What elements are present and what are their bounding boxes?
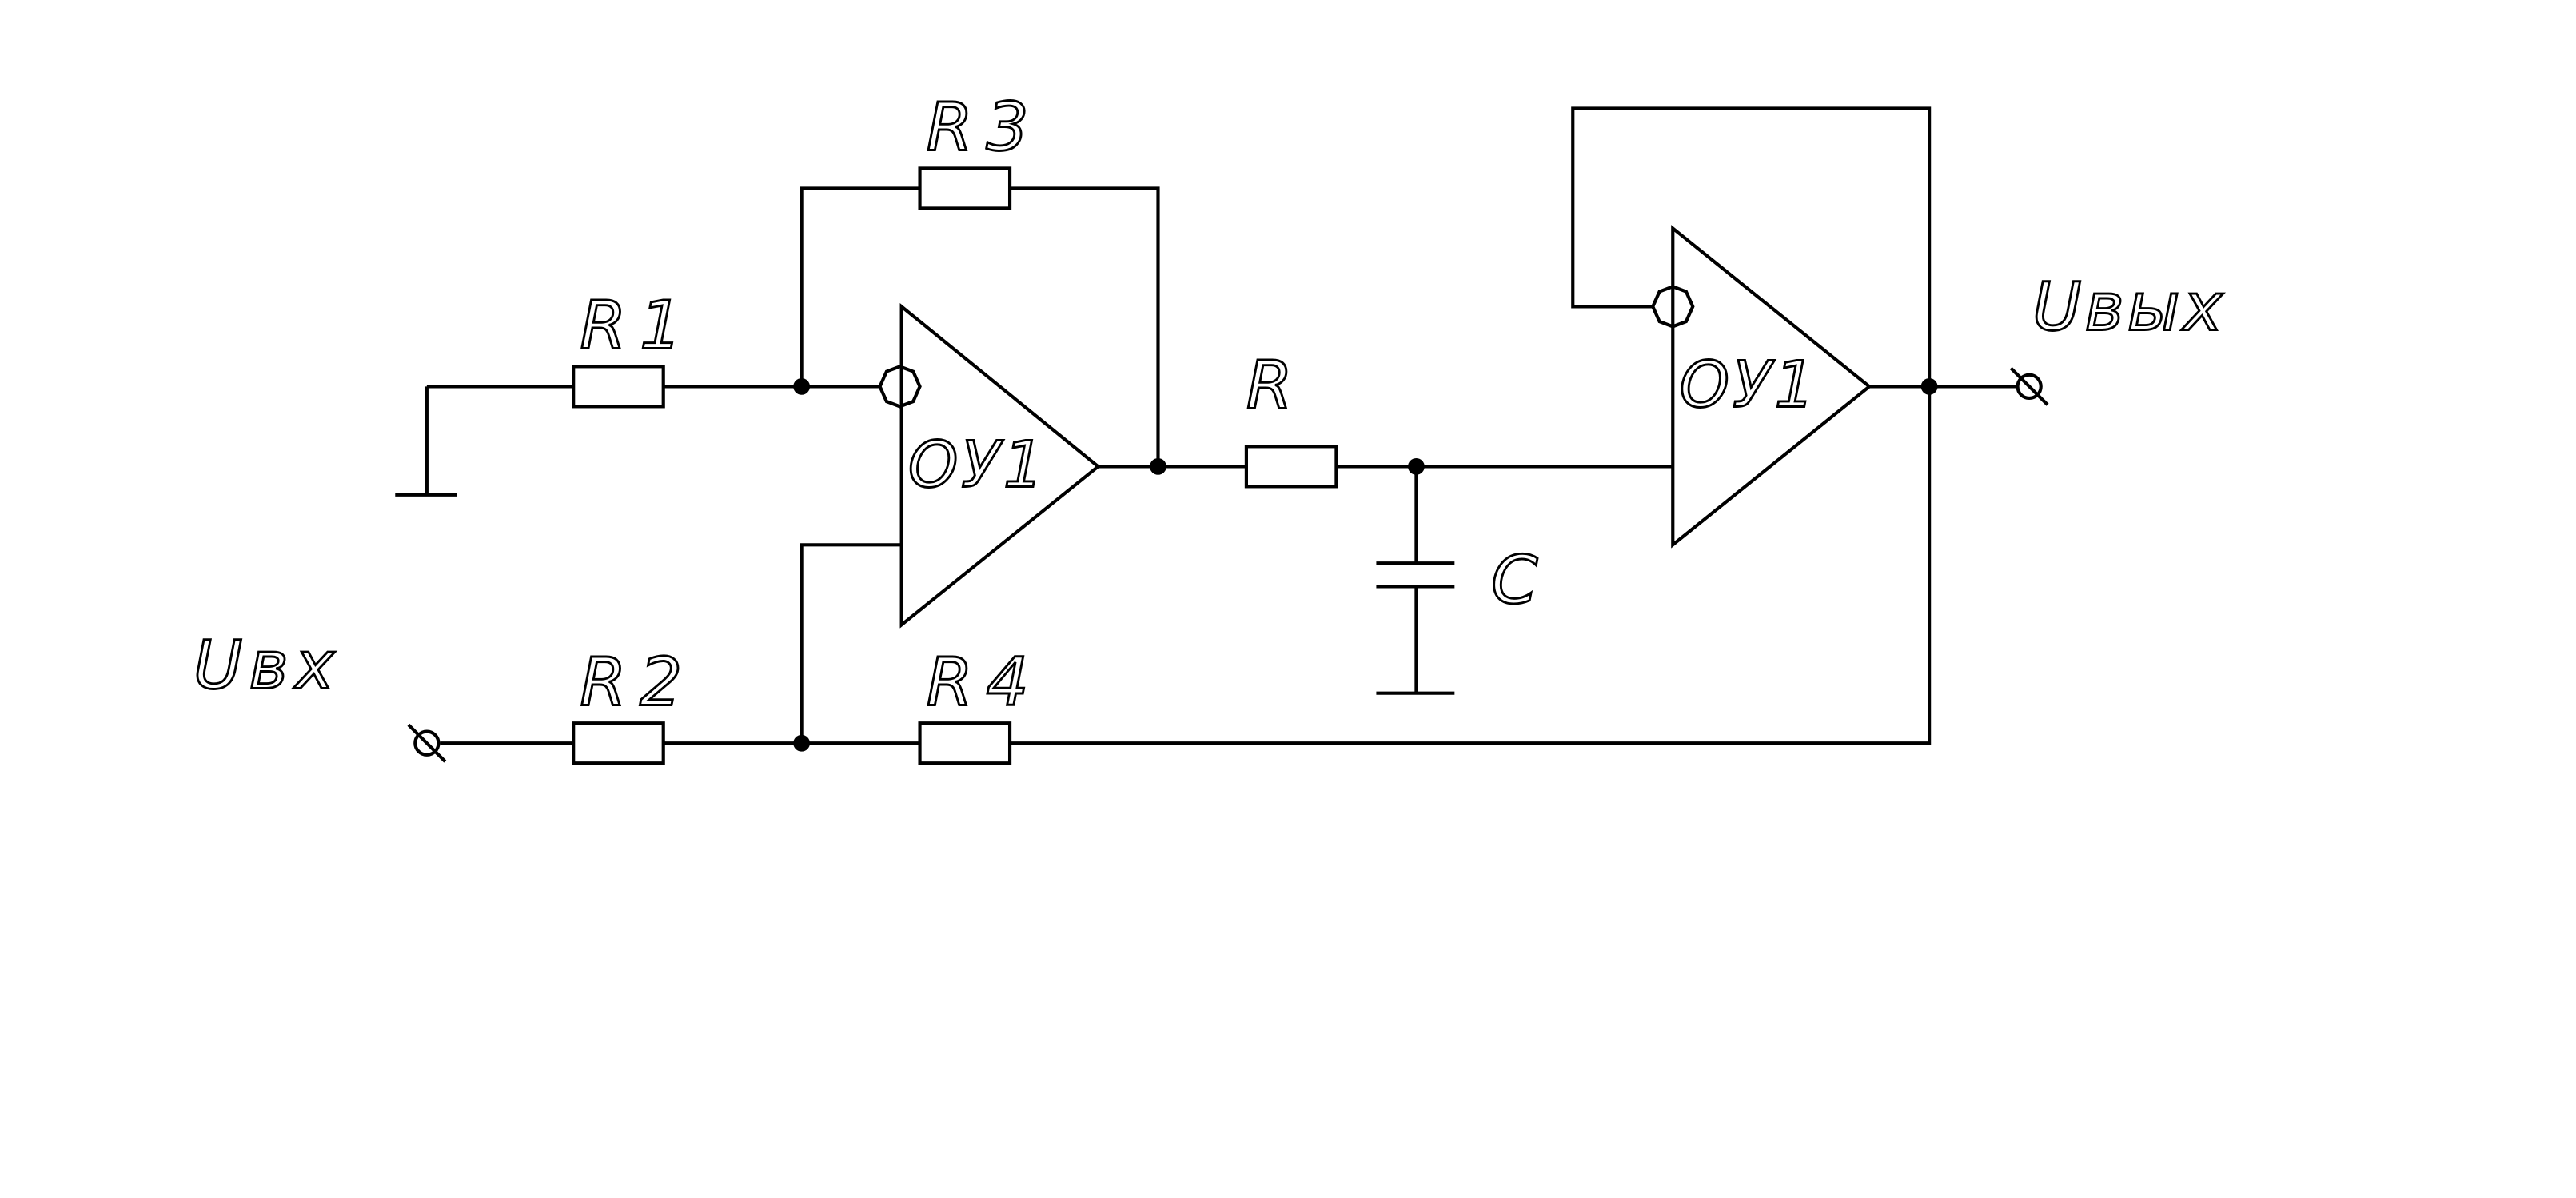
wires — [426, 106, 2018, 745]
inverting-input-circle — [1650, 285, 1695, 329]
label-c: C — [1491, 541, 1537, 619]
junction-node — [793, 377, 811, 395]
ground-symbol — [395, 386, 457, 497]
label-r: R — [1246, 346, 1293, 424]
opamp-2 — [1650, 225, 1872, 549]
resistor-r — [1244, 445, 1338, 489]
capacitor-c — [1376, 561, 1455, 695]
resistor-r4 — [918, 721, 1012, 765]
label-r2: R2 — [580, 643, 696, 721]
label-r3: R3 — [927, 89, 1042, 166]
label-opamp-1: ОУ1 — [908, 428, 1047, 501]
input-terminal — [407, 723, 447, 763]
resistor-r3 — [918, 166, 1012, 210]
label-input: Uвх — [193, 626, 341, 704]
label-output: Uвых — [2032, 269, 2226, 346]
label-r1: R1 — [580, 286, 696, 364]
output-terminal — [2009, 366, 2049, 406]
junction-node — [1920, 377, 1938, 395]
opamp-1 — [878, 302, 1101, 629]
label-r4: R4 — [927, 643, 1042, 721]
inverting-input-circle — [878, 365, 922, 409]
resistor-r1 — [572, 365, 665, 409]
label-opamp-2: ОУ1 — [1680, 348, 1818, 421]
resistor-r2 — [572, 721, 665, 765]
junction-node — [793, 734, 811, 752]
junction-node — [1408, 457, 1425, 475]
junction-node — [1150, 457, 1166, 475]
